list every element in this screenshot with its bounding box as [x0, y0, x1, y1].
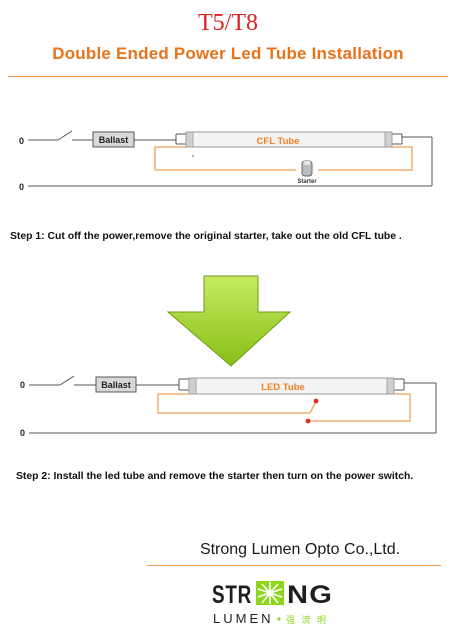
contact-dot-lower	[305, 418, 311, 424]
cfl-tube-label: CFL Tube	[257, 136, 300, 147]
led-wiring-diagram: 0 0 Ballast LED Tube	[20, 375, 437, 438]
ballast-box	[95, 376, 137, 393]
down-arrow-icon	[166, 275, 292, 367]
cfl-wiring-diagram: 0 0 Ballast CFL Tube Starter	[19, 130, 433, 192]
terminal-top: 0	[20, 380, 25, 390]
page-title: T5/T8	[198, 10, 258, 36]
contact-dot-upper	[313, 398, 319, 404]
starter-label: Starter	[297, 179, 317, 185]
step-2-text: Step 2: Install the led tube and remove …	[16, 471, 414, 482]
starter-wire-left	[154, 146, 296, 171]
header-divider	[8, 76, 448, 77]
company-name: Strong Lumen Opto Co.,Ltd.	[199, 541, 401, 558]
terminal-bottom: 0	[20, 428, 25, 438]
footer-divider	[147, 565, 441, 566]
step-1-text: Step 1: Cut off the power,remove the ori…	[10, 231, 402, 242]
terminal-top: 0	[19, 136, 24, 146]
starter-wire-right	[318, 146, 413, 171]
power-switch	[59, 375, 75, 386]
page-subtitle: Double Ended Power Led Tube Installation	[52, 44, 404, 63]
power-switch	[57, 130, 73, 141]
logo-text-str: STR	[212, 581, 252, 609]
ballast-label: Ballast	[99, 135, 129, 145]
ballast-label: Ballast	[101, 380, 131, 390]
led-tube-label: LED Tube	[261, 382, 305, 393]
strong-lumen-logo: STR NG LUMEN 强 流 明	[212, 581, 333, 626]
logo-text-ng: NG	[287, 581, 333, 609]
logo-text-cn: 强 流 明	[286, 614, 328, 625]
logo-text-lumen: LUMEN	[213, 611, 274, 626]
ballast-box	[92, 131, 135, 148]
terminal-bottom: 0	[19, 182, 24, 192]
bypass-wire-left	[157, 393, 310, 414]
sunburst-icon	[256, 581, 284, 605]
bypass-wire-right	[308, 393, 411, 422]
